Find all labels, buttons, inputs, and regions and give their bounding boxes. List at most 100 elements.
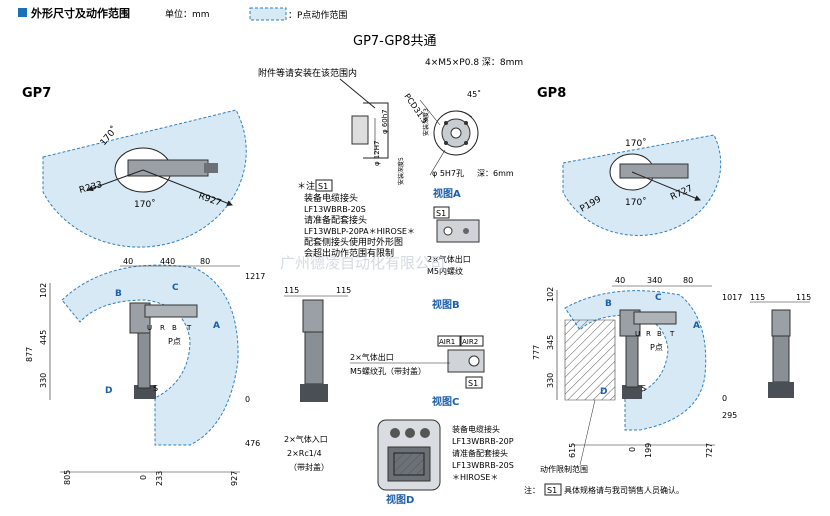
gp8-front-wrist [771,309,791,337]
gp7-dim-233: 233 [155,471,164,486]
view-a-flange-side [351,115,369,145]
gp7-top-view: 170˚ 170˚ R233 R927 [42,109,247,248]
view-d-right4: LF13WBRB-20S [452,461,514,470]
gp8-side-view: U R B T P点 S B C A D 40 340 80 1017 0 29… [532,276,742,474]
view-b-s1: S1 [318,182,328,191]
view-a-pcd-line [419,99,441,126]
footer-note: 注： S1 具体规格请与我司销售人员确认。 [524,483,684,496]
gp8-dim-1017: 1017 [722,293,742,302]
view-b-air2: M5内螺纹 [427,266,463,276]
view-c-air2-label: AIR2 [462,338,478,346]
view-b-line5: 配套侧接头使用时外形图 [304,236,403,248]
view-a-dia-60: φ 60h7 [381,109,389,134]
view-b-air1: 2×气体出口 [427,254,471,264]
gp8-side-base [622,385,642,399]
view-d-left3: （带封盖） [289,462,329,472]
subtitle: GP7-GP8共通 [353,34,437,49]
gp7-dim-440: 440 [160,257,175,266]
gp8-label-p: P点 [650,343,663,352]
gp8-top-arm [619,163,689,179]
view-a-title: 视图A [433,187,461,200]
gp8-dim-345: 345 [546,335,555,350]
view-c-line2: M5螺纹孔（带封盖） [350,366,426,376]
gp7-label-a: A [213,321,220,331]
gp8-dim-80: 80 [683,276,693,285]
gp8-dim-727: 727 [705,443,714,458]
gp8-label-c: C [655,293,662,303]
view-c-block [447,349,485,373]
gp7-label-d: D [105,386,112,396]
view-a-angle-arc [455,110,473,118]
view-c-air1-label: AIR1 [439,338,455,346]
gp8-limit-note: 动作限制范围 [540,464,588,474]
view-c-title: 视图C [432,395,459,408]
gp7-front-view: 115 115 [284,286,351,402]
view-a-flange-center [450,127,462,139]
gp7-dim-102: 102 [39,283,48,298]
view-c: AIR1 AIR2 2×气体出口 M5螺纹孔（带封盖） S1 视图C [350,335,485,408]
view-b-s1-2: S1 [436,209,446,218]
gp7-side-upper-arm [144,304,198,318]
gp7-label-p: P点 [168,337,181,346]
gp7-top-r-outer-line [142,169,233,206]
footer-prefix: 注： [524,485,540,495]
view-a-hole-depth: 深：6mm [477,169,514,178]
gp8-front-dim-115a: 115 [750,293,765,302]
gp7-dim-1217: 1217 [245,272,265,281]
gp8-front-dim-115b: 115 [796,293,811,302]
gp7-dim-877: 877 [25,347,34,362]
view-a-hole: φ 5H7孔 [432,169,464,178]
gp7-dim-805: 805 [63,470,72,485]
legend-swatch [249,7,287,21]
gp7-dim-80: 80 [200,257,210,266]
gp7-label-c: C [172,283,179,293]
gp7-dim-445: 445 [39,330,48,345]
gp7-top-angle-lower: 170˚ [134,199,156,210]
gp7-label-b: B [115,289,122,299]
gp8-dim-777: 777 [532,345,541,360]
gp7-dim-927: 927 [230,471,239,486]
gp8-dim-0-bottom: 0 [628,447,637,452]
gp8-label-r: R [646,330,651,338]
model-label-gp8: GP8 [537,86,566,101]
gp7-top-r-inner-line [87,169,144,192]
view-b-line2: LF13WBRB-20S [304,205,366,214]
gp8-label-b2: B [657,330,662,338]
view-b-star: ＊注 [297,180,315,192]
view-a-depth-5: 安装深度5 [397,157,405,185]
view-a-mount-note: 附件等请安装在该范围内 [258,67,357,79]
view-c-line1: 2×气体出口 [350,352,394,362]
gp8-front-view: 115 115 [750,293,811,398]
gp8-dim-102: 102 [546,287,555,302]
gp7-label-b2: B [172,324,177,332]
legend-label: ：P点动作范围 [288,9,347,21]
view-d-title: 视图D [386,493,414,506]
view-d-right1: 装备电缆接头 [452,424,500,434]
gp8-top-view: 170˚ 170˚ P199 R727 [562,134,722,236]
gp7-top-flange [204,163,218,173]
gp8-label-a: A [693,321,700,331]
gp8-dim-199: 199 [644,443,653,458]
view-a-depth-3: 安装深度3 [422,108,430,136]
view-b-notes: ＊注 S1 装备电缆接头 LF13WBRB-20S 请准备配套接头 LF13WB… [297,179,480,311]
gp8-label-d: D [600,387,607,397]
gp8-side-lower-arm [625,332,639,388]
view-a-angle: 45˚ [467,89,481,99]
model-label-gp7: GP7 [22,86,51,101]
gp7-front-dim-115a: 115 [284,286,299,295]
gp7-side-lower-arm [137,329,151,389]
gp8-top-angle-upper: 170˚ [625,138,647,149]
gp7-side-view: U R B T P点 S B C A D 40 440 80 1217 0 47… [25,257,265,486]
gp8-label-t: T [669,330,675,338]
view-a-side-profile [363,102,389,159]
gp8-dim-615: 615 [568,443,577,458]
gp8-dim-295: 295 [722,411,737,420]
view-b-title: 视图B [432,298,460,311]
unit-label: 单位：mm [165,8,210,20]
view-d-right3: 请准备配套接头 [452,448,508,458]
header-square-icon [18,8,27,17]
view-d-left1: 2×气体入口 [284,434,328,444]
gp7-front-base [300,384,328,402]
gp7-front-wrist [302,299,324,333]
